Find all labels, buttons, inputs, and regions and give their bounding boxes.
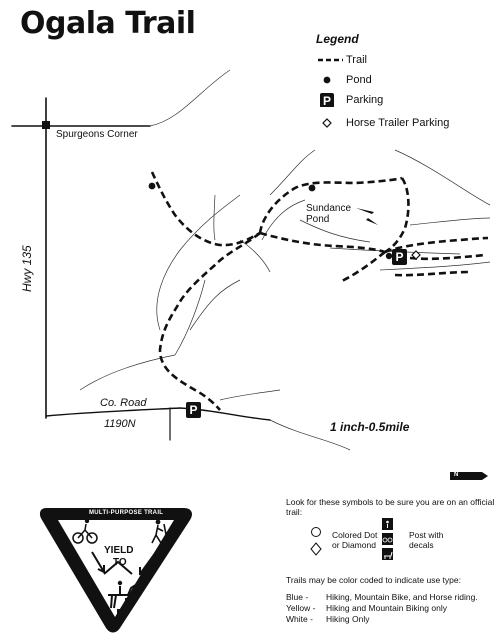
info-intro: Look for these symbols to be sure you ar… xyxy=(286,497,495,517)
trail-segment xyxy=(394,270,471,277)
stream-line xyxy=(156,194,241,331)
legend-row-parking: P Parking xyxy=(316,93,496,109)
info-panel: Look for these symbols to be sure you ar… xyxy=(286,497,496,517)
trail-segment xyxy=(384,177,410,254)
parking-letter: P xyxy=(189,403,198,417)
legend-label: Horse Trailer Parking xyxy=(346,117,450,129)
stream-line xyxy=(269,419,351,451)
county-road-label-line1: Co. Road xyxy=(100,397,147,409)
post-decal-label: Post with decals xyxy=(409,530,444,550)
trail-segment xyxy=(258,176,403,234)
parking-marker-road: P xyxy=(186,402,201,418)
dashed-line-icon xyxy=(318,58,343,62)
color-code-yellow: Yellow - xyxy=(286,603,316,613)
diamond-icon xyxy=(322,118,332,128)
svg-text:P: P xyxy=(323,94,331,107)
stream-line xyxy=(379,261,491,271)
stream-line xyxy=(299,219,371,243)
trail-segment xyxy=(259,231,386,254)
colored-marker-label: Colored Dot or Diamond xyxy=(332,530,378,550)
scale-label: 1 inch-0.5mile xyxy=(330,420,410,434)
stream-line xyxy=(261,199,306,241)
pond-dot xyxy=(385,252,393,260)
stream-line xyxy=(149,69,231,127)
color-code-white: White - xyxy=(286,614,313,624)
dot-icon xyxy=(323,76,331,84)
sign-yield: YIELD xyxy=(104,545,134,556)
sign-banner: MULTI-PURPOSE TRAIL xyxy=(89,510,164,516)
trail-segment xyxy=(384,236,489,254)
legend-row-horse-trailer: Horse Trailer Parking xyxy=(316,116,496,132)
trail-segment xyxy=(409,253,486,261)
stream-line xyxy=(189,279,241,331)
legend-heading: Legend xyxy=(316,32,359,46)
stream-line xyxy=(239,239,271,273)
sundance-pond-label: Sundance Pond xyxy=(306,203,352,225)
sundance-pond-shape xyxy=(356,208,378,225)
map-title: Ogala Trail xyxy=(20,6,196,41)
trail-segment xyxy=(339,250,386,284)
stream-line xyxy=(269,149,316,196)
parking-letter: P xyxy=(395,250,404,264)
parking-icon: P xyxy=(320,93,334,107)
legend-row-pond: Pond xyxy=(316,73,496,89)
legend: Legend Trail Pond P Parking Horse Traile… xyxy=(316,32,496,129)
stream-line xyxy=(79,354,176,391)
color-code-white-use: Hiking Only xyxy=(326,614,370,624)
north-arrow-icon xyxy=(450,472,488,480)
legend-label: Pond xyxy=(346,74,372,86)
parking-marker-trailhead: P xyxy=(392,249,407,265)
color-code-intro: Trails may be color coded to indicate us… xyxy=(286,575,461,585)
pond-dot xyxy=(308,184,316,192)
color-code-blue: Blue - xyxy=(286,592,309,602)
stream-line xyxy=(213,194,216,241)
hwy-135-label: Hwy 135 xyxy=(20,245,34,292)
stream-line xyxy=(219,389,281,401)
stream-line xyxy=(174,279,206,356)
legend-label: Parking xyxy=(346,94,384,106)
spurgeons-corner-label: Spurgeons Corner xyxy=(56,129,138,140)
legend-row-trail: Trail xyxy=(316,53,496,69)
pond-dot xyxy=(148,182,156,190)
trail-segment xyxy=(150,171,261,247)
color-code-yellow-use: Hiking and Mountain Biking only xyxy=(326,603,447,613)
county-road xyxy=(45,407,271,421)
color-code-blue-use: Hiking, Mountain Bike, and Horse riding. xyxy=(326,592,478,602)
county-road-label-line2: 1190N xyxy=(104,418,136,430)
legend-label: Trail xyxy=(346,54,367,66)
sign-to: TO xyxy=(113,557,127,568)
trail-segment xyxy=(158,231,261,411)
north-label: N xyxy=(454,472,459,478)
spurgeons-corner-marker xyxy=(42,121,50,129)
horse-trailer-parking-icon xyxy=(411,250,421,260)
stream-line xyxy=(409,217,491,226)
stream-line xyxy=(394,149,491,206)
